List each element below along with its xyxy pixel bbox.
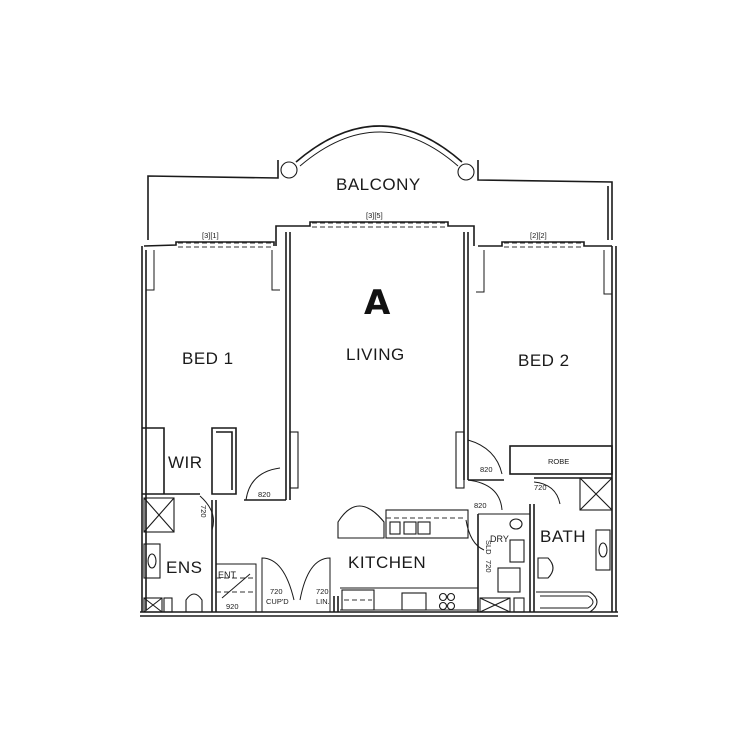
laundry: DRY SLD 720 [465, 504, 535, 613]
door-width-cupd: 720 [270, 587, 283, 596]
toilet-bath [537, 557, 554, 579]
window-tag-bed1: [3][1] [202, 231, 219, 240]
counter-top [385, 509, 469, 539]
unit-id-label: A [364, 283, 391, 323]
room-label-ens: ENS [166, 558, 202, 577]
door-width-laundry: 720 [484, 560, 493, 573]
shower [143, 497, 175, 533]
room-label-wir: WIR [168, 453, 203, 472]
kitchen: KITCHEN [337, 505, 478, 611]
ensuite: ENS [143, 497, 217, 613]
windows-top: [3][1] [3][5] [2][2] [143, 211, 612, 248]
sink [403, 521, 417, 535]
room-label-bed2: BED 2 [518, 351, 570, 370]
label-lin: LIN. [316, 597, 330, 606]
label-robe: ROBE [548, 457, 569, 466]
label-sld: SLD [484, 540, 493, 555]
dishwasher [341, 589, 375, 611]
door-width-kitchen-hall: 820 [474, 501, 487, 510]
door-swing-bed2 [467, 439, 503, 475]
room-label-living: LIVING [346, 345, 405, 364]
balcony: BALCONY [147, 125, 613, 240]
laundry-tub [509, 518, 523, 530]
room-label-kitchen: KITCHEN [348, 553, 426, 572]
shower-bath [579, 477, 613, 511]
room-label-dry: DRY [490, 534, 509, 544]
bathroom: 720 BATH [533, 477, 613, 613]
room-label-ent: ENT [218, 570, 237, 580]
room-label-balcony: BALCONY [336, 175, 421, 194]
door-width-lin: 720 [316, 587, 329, 596]
wir: WIR 720 [142, 427, 237, 531]
toilet-ens [185, 593, 203, 612]
door-width-bed1: 820 [258, 490, 271, 499]
column-left [280, 161, 298, 179]
cupboards: 720 CUP'D 720 LIN. [261, 557, 339, 612]
kitchen-island [337, 505, 385, 539]
column-right [457, 163, 475, 181]
cooktop [438, 592, 448, 602]
living-walls [285, 232, 469, 500]
bed2-robe: ROBE 820 [467, 439, 613, 481]
door-swing-bath [533, 481, 561, 505]
vanity-bath [595, 529, 611, 571]
label-cupd: CUP'D [266, 597, 289, 606]
room-label-bed1: BED 1 [182, 349, 234, 368]
door-bed1[interactable]: 820 [244, 467, 286, 501]
door-width-wir: 720 [199, 505, 208, 518]
vanity-ens [143, 543, 161, 579]
hall-door: 820 [467, 479, 503, 511]
outer-walls [140, 246, 618, 617]
window-tag-living: [3][5] [366, 211, 383, 220]
window-tag-bed2: [2][2] [530, 231, 547, 240]
door-width-bath: 720 [534, 483, 547, 492]
oven [401, 592, 427, 611]
bathtub [536, 591, 598, 613]
room-label-bath: BATH [540, 527, 586, 546]
door-width-entry: 920 [226, 602, 239, 611]
entry: ENT 920 [216, 563, 257, 612]
door-width-bed2: 820 [480, 465, 493, 474]
washer [497, 567, 521, 593]
